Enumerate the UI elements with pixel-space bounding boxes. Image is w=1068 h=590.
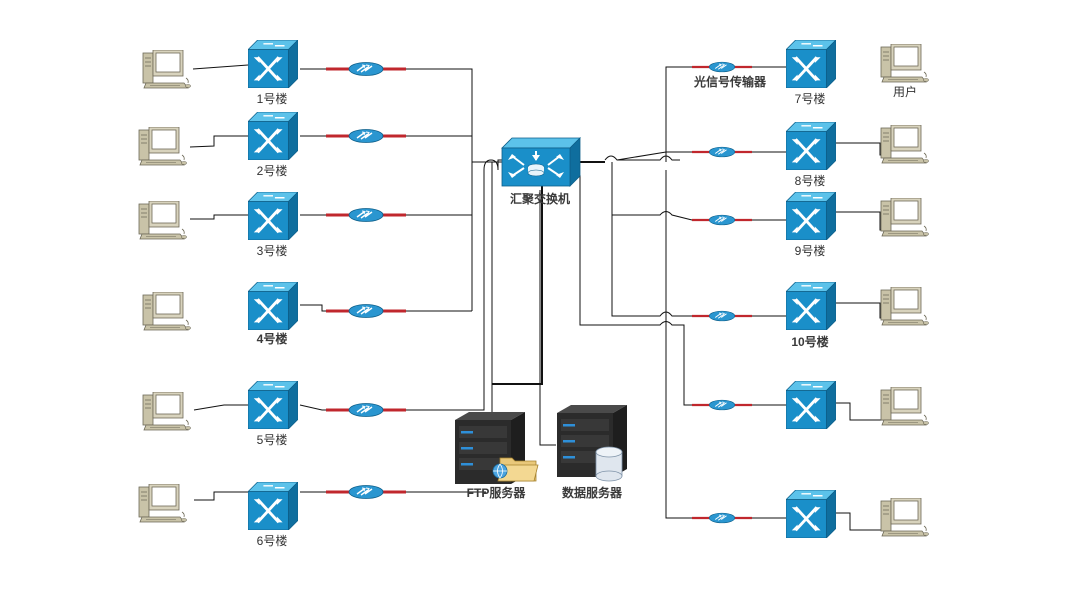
building-label-9: 9号楼	[795, 243, 826, 258]
pc-icon[interactable]	[142, 292, 191, 331]
pc-icon[interactable]	[142, 50, 191, 89]
building-row-8: 8号楼	[692, 122, 929, 188]
building-row-9: 9号楼	[692, 192, 929, 258]
ftp-server: FTP服务器	[455, 412, 539, 500]
switch-icon[interactable]	[786, 282, 836, 330]
switch-icon[interactable]	[248, 282, 298, 330]
transceiver-icon	[326, 129, 406, 143]
transceiver-icon	[692, 512, 752, 524]
building-label-4: 4号楼	[257, 331, 288, 346]
switch-icon[interactable]	[786, 122, 836, 170]
building-label-6: 6号楼	[257, 533, 288, 548]
pc-icon[interactable]	[880, 498, 929, 537]
building-label-3: 3号楼	[257, 243, 288, 258]
database-icon	[595, 446, 623, 482]
transceiver-icon	[326, 485, 406, 499]
switch-icon[interactable]	[248, 192, 298, 240]
server-wiring	[492, 180, 556, 446]
pc-icon[interactable]	[142, 392, 191, 431]
switch-icon[interactable]	[248, 381, 298, 429]
building-row-4: 4号楼	[142, 282, 406, 346]
switch-icon[interactable]	[786, 490, 836, 538]
building-row-2: 2号楼	[138, 112, 406, 178]
db-server-label: 数据服务器	[562, 485, 623, 500]
building-label-10: 10号楼	[791, 334, 828, 349]
transceiver-icon	[692, 399, 752, 411]
pc-icon[interactable]	[880, 287, 929, 326]
transceiver-icon	[692, 214, 752, 226]
pc-icon[interactable]	[138, 127, 187, 166]
pc-icon[interactable]	[880, 198, 929, 237]
building-label-8: 8号楼	[795, 173, 826, 188]
transceiver-icon	[326, 208, 406, 222]
switch-icon[interactable]	[786, 40, 836, 88]
building-label-1: 1号楼	[257, 91, 288, 106]
building-row-11	[692, 381, 929, 429]
transceiver-icon	[692, 310, 752, 322]
transceiver-icon	[326, 304, 406, 318]
building-row-1: 1号楼	[142, 40, 406, 106]
building-row-3: 3号楼	[138, 192, 406, 258]
building-label-5: 5号楼	[257, 432, 288, 447]
building-label-7: 7号楼	[795, 91, 826, 106]
building-row-10: 10号楼	[692, 282, 929, 349]
transceiver-caption: 光信号传输器	[693, 74, 767, 89]
pc-icon[interactable]	[880, 125, 929, 164]
building-row-12	[692, 490, 929, 538]
core-switch-icon[interactable]	[501, 137, 581, 187]
core-switch-label: 汇聚交换机	[510, 191, 570, 206]
globe-icon	[492, 463, 508, 479]
pc-icon[interactable]	[880, 44, 929, 83]
pc-icon[interactable]	[880, 387, 929, 426]
pc-icon[interactable]	[138, 201, 187, 240]
switch-icon[interactable]	[248, 40, 298, 88]
switch-icon[interactable]	[786, 381, 836, 429]
pc-icon[interactable]	[138, 484, 187, 523]
switch-icon[interactable]	[786, 192, 836, 240]
db-server: 数据服务器	[557, 405, 627, 500]
transceiver-icon	[326, 62, 406, 76]
switch-icon[interactable]	[248, 482, 298, 530]
building-row-7: 光信号传输器 7号楼 用户	[692, 40, 929, 106]
ftp-server-label: FTP服务器	[467, 485, 527, 500]
folder-icon	[497, 457, 539, 482]
building-label-2: 2号楼	[257, 163, 288, 178]
building-row-6: 6号楼	[138, 482, 406, 548]
transceiver-icon	[692, 61, 752, 73]
building-row-5: 5号楼	[142, 381, 406, 447]
switch-icon[interactable]	[248, 112, 298, 160]
transceiver-icon	[692, 146, 752, 158]
core-switch: 汇聚交换机	[501, 137, 581, 206]
user-label: 用户	[893, 84, 917, 99]
transceiver-icon	[326, 403, 406, 417]
